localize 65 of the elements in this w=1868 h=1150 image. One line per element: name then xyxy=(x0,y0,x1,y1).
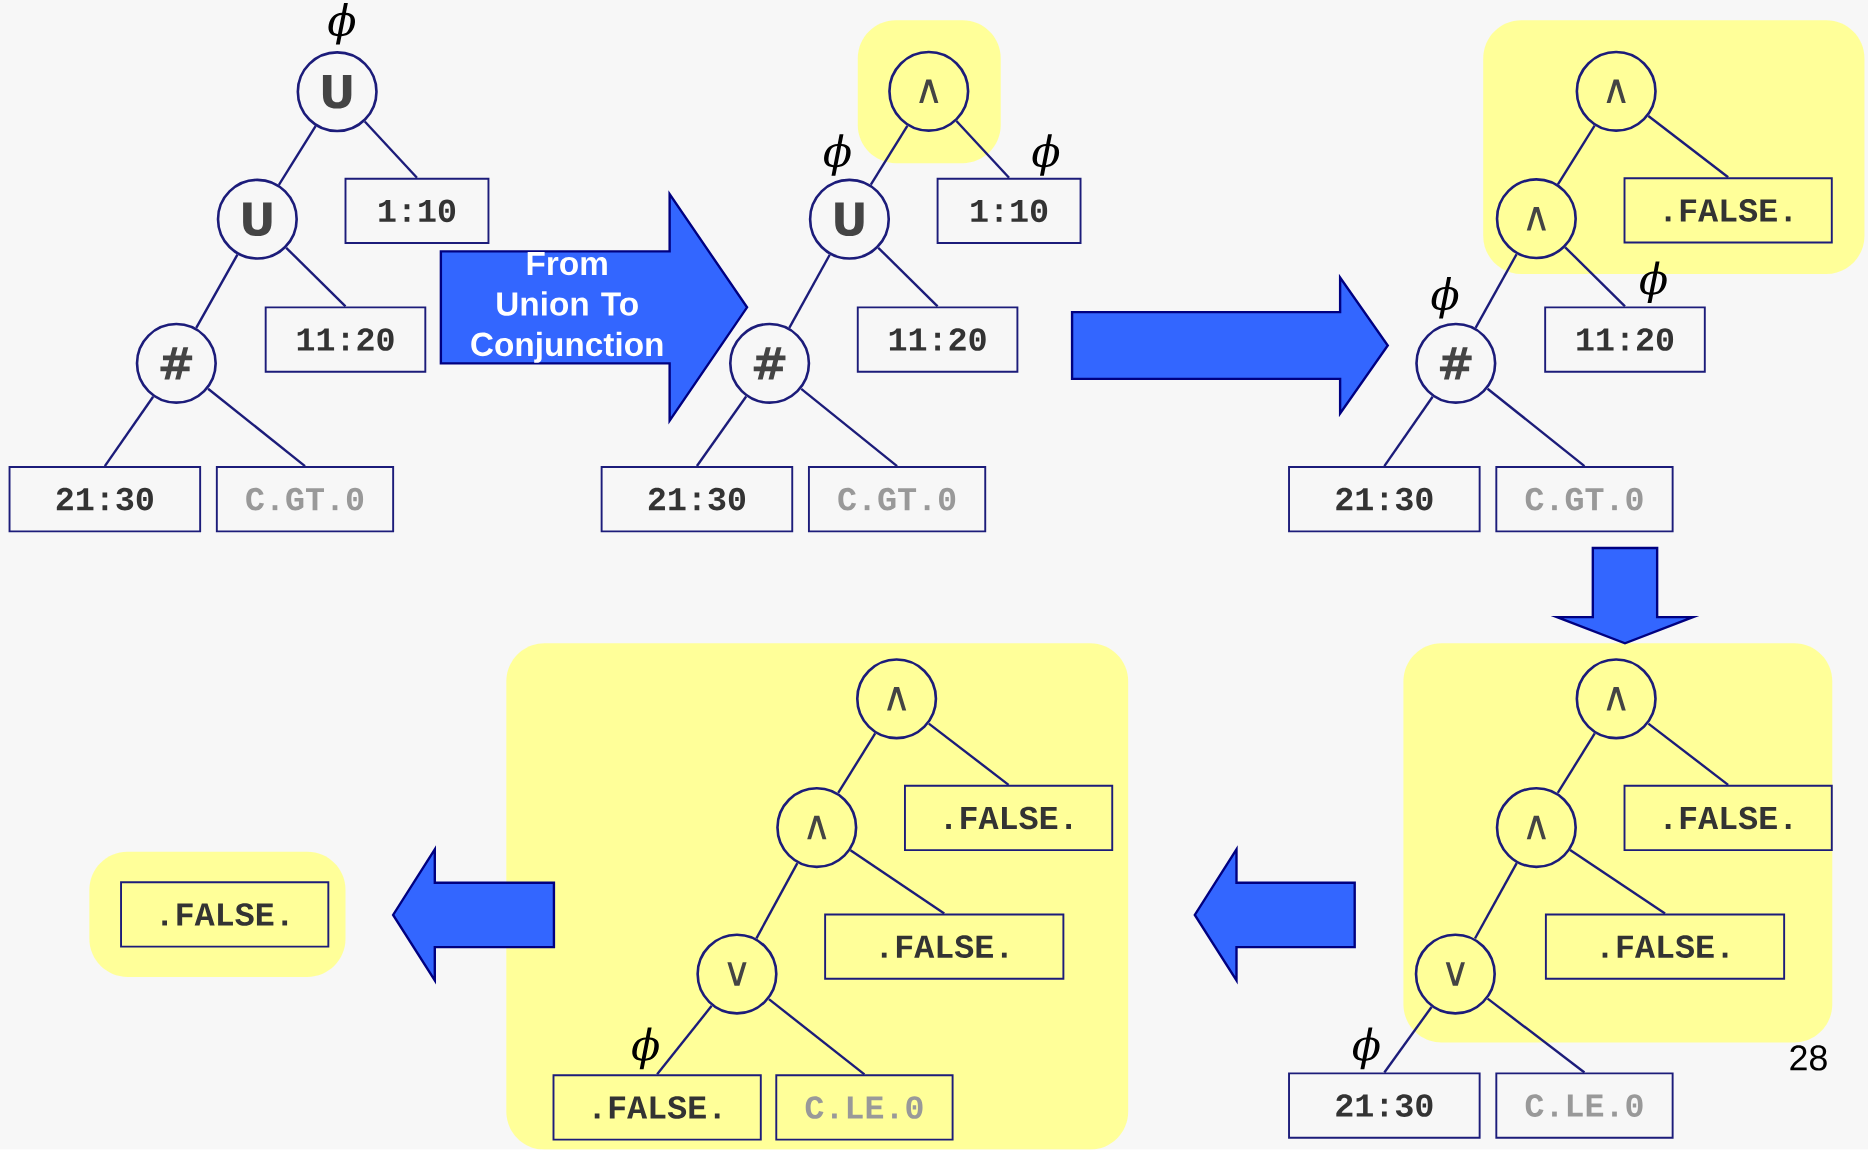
value-box: .FALSE. xyxy=(552,1074,762,1141)
value-box: .FALSE. xyxy=(1544,913,1786,980)
tree-branch xyxy=(103,396,155,467)
value-box: .FALSE. xyxy=(904,785,1114,852)
tree-branch xyxy=(277,125,317,186)
tree-branch xyxy=(1564,246,1626,308)
tree-branch xyxy=(877,247,939,308)
block-arrow xyxy=(391,845,556,985)
value-box: .FALSE. xyxy=(824,913,1065,980)
tree-branch xyxy=(849,849,945,915)
phi-symbol: ϕ xyxy=(1431,277,1459,319)
tree-branch xyxy=(928,722,1010,786)
value-box: 21:30 xyxy=(600,466,794,533)
tree-branch xyxy=(788,254,831,329)
value-box: 21:30 xyxy=(8,466,202,533)
value-box: 21:30 xyxy=(1288,466,1481,533)
value-box: .FALSE. xyxy=(120,881,330,948)
page-number: 28 xyxy=(1790,1045,1827,1071)
tree-branch xyxy=(837,732,877,794)
tree-branch xyxy=(768,998,866,1076)
tree-branch xyxy=(1647,722,1729,786)
tree-branch xyxy=(1647,115,1729,179)
phi-symbol: ϕ xyxy=(824,134,851,176)
tree-branch xyxy=(285,247,347,308)
phi-symbol: ϕ xyxy=(632,1027,659,1070)
value-box: C.GT.0 xyxy=(215,466,395,533)
tree-branch xyxy=(1556,732,1596,794)
arrow-label: From Union To Conjunction xyxy=(471,252,663,363)
value-box: 1:10 xyxy=(936,177,1082,245)
tree-branch xyxy=(363,120,418,179)
highlight-region xyxy=(506,643,1129,1150)
tree-branch xyxy=(1486,387,1586,468)
phi-symbol: ϕ xyxy=(1353,1027,1380,1070)
highlight-region xyxy=(89,852,346,978)
value-box: C.GT.0 xyxy=(807,466,987,533)
value-box: C.LE.0 xyxy=(1495,1072,1674,1139)
phi-symbol: ϕ xyxy=(1640,261,1667,304)
tree-branch xyxy=(800,388,898,468)
tree-branch xyxy=(195,254,239,329)
phi-symbol: ϕ xyxy=(1032,134,1060,176)
tree-branch xyxy=(656,1005,713,1076)
tree-branch xyxy=(955,120,1010,179)
value-box: 1:10 xyxy=(344,177,490,245)
tree-branch xyxy=(1383,1006,1433,1074)
tree-branch xyxy=(1473,862,1518,940)
highlight-region xyxy=(1403,643,1833,1043)
value-box: 11:20 xyxy=(264,306,427,373)
tree-branch xyxy=(695,396,748,467)
tree-branch xyxy=(1474,253,1518,329)
tree-branch xyxy=(207,387,306,468)
tree-branch xyxy=(1569,849,1666,915)
tree-branch xyxy=(1556,125,1596,186)
value-box: C.LE.0 xyxy=(775,1074,954,1141)
block-arrow xyxy=(439,190,749,425)
block-arrow xyxy=(1550,547,1700,645)
value-box: .FALSE. xyxy=(1623,785,1833,852)
value-box: 11:20 xyxy=(1544,306,1706,373)
value-box: 21:30 xyxy=(1288,1072,1481,1139)
value-box: C.GT.0 xyxy=(1495,466,1674,533)
block-arrow xyxy=(1070,274,1390,418)
value-box: 11:20 xyxy=(856,306,1019,373)
tree-branch xyxy=(1383,396,1434,467)
value-box: .FALSE. xyxy=(1623,177,1833,244)
block-arrow xyxy=(1193,845,1356,985)
tree-branch xyxy=(755,862,799,940)
